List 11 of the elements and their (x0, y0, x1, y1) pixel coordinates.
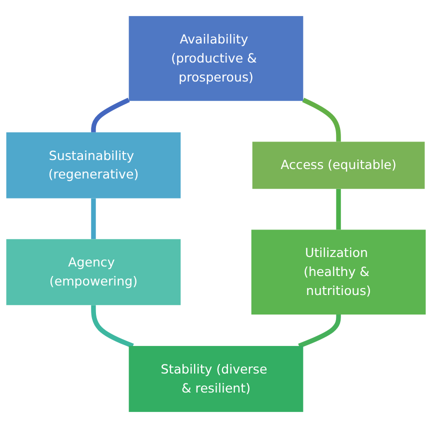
node-box: Availability (productive & prosperous) (128, 16, 304, 101)
connector (298, 314, 341, 348)
connector (91, 198, 96, 240)
node-box: Agency (empowering) (6, 239, 181, 306)
connector (336, 188, 341, 230)
node-box: Stability (diverse & resilient) (128, 346, 304, 412)
node-box: Sustainability (regenerative) (6, 132, 181, 198)
connector (91, 305, 134, 348)
node-box: Access (equitable) (252, 142, 425, 189)
connector (302, 98, 341, 142)
node-box: Utilization (healthy & nutritious) (251, 230, 426, 315)
